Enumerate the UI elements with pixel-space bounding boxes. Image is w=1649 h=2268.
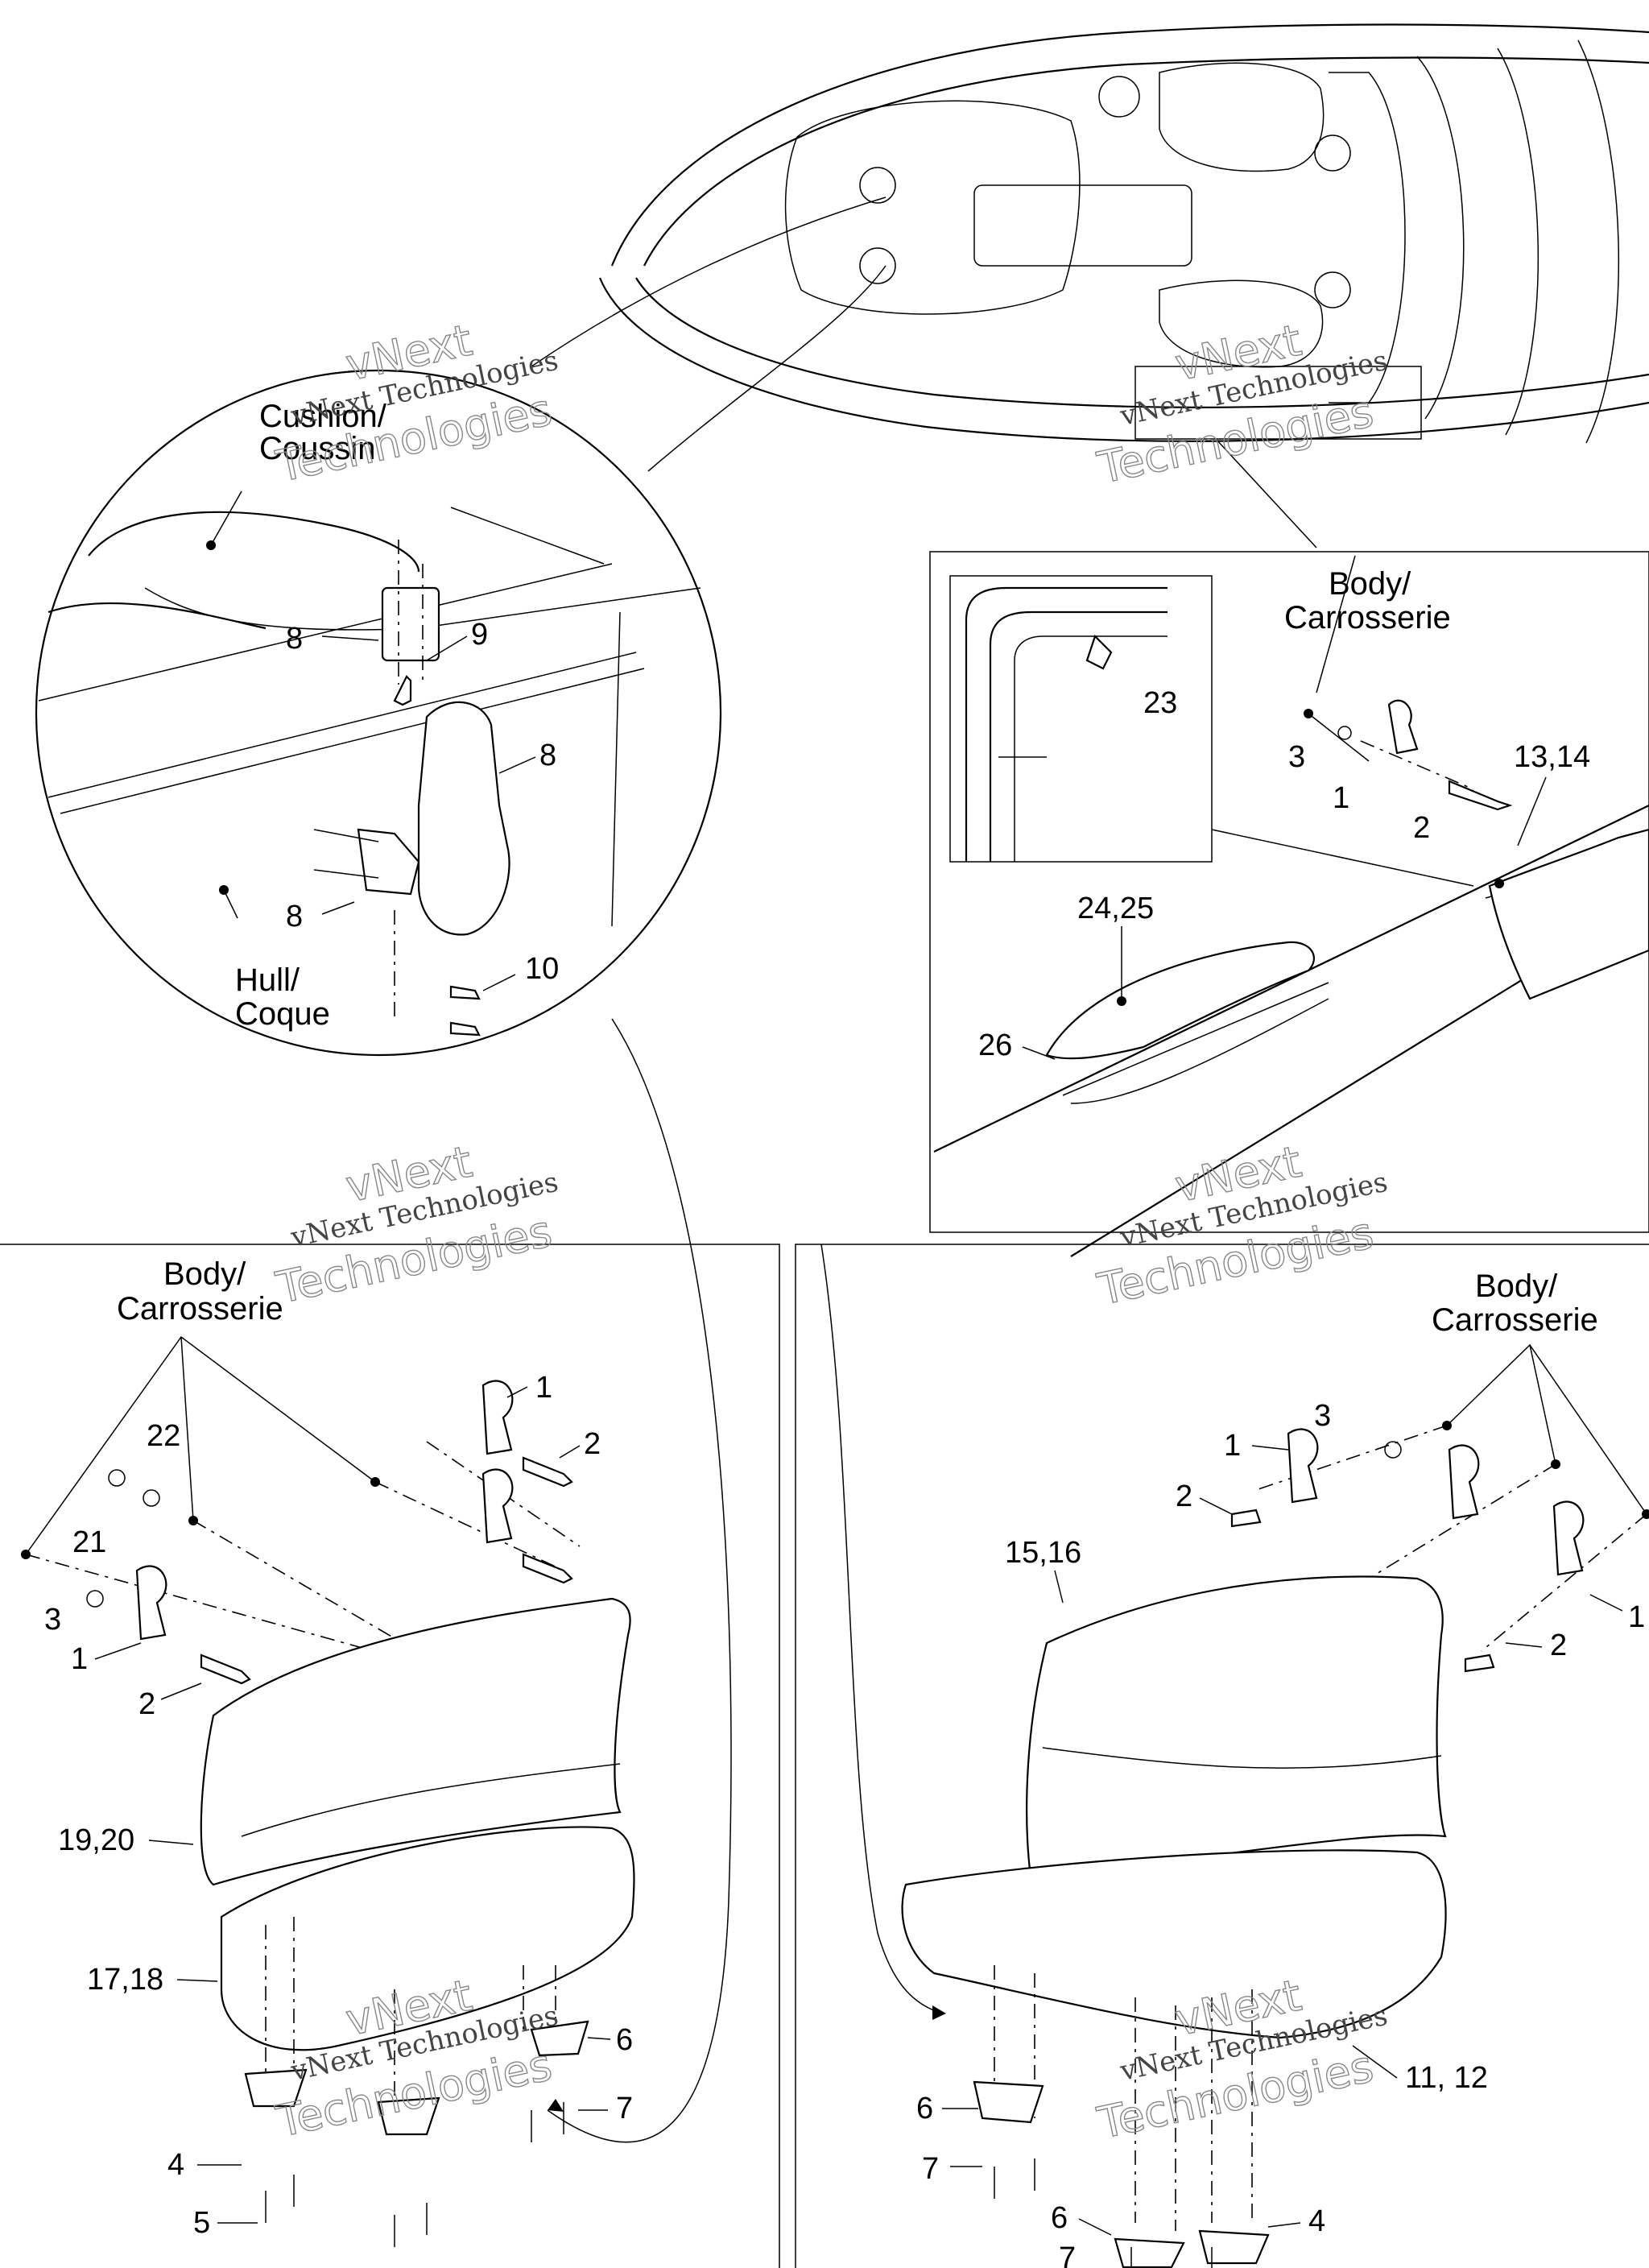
- rear-seat-left-callouts: Body/ Carrosserie 22 21 3 1 2 1 2 19,20 …: [44, 1256, 633, 2240]
- hinge-detail-circle: [35, 369, 722, 1057]
- callout-26: 26: [978, 1028, 1012, 1062]
- cushion-label-line2: Coussin: [259, 431, 376, 466]
- callout-4: 4: [167, 2148, 184, 2182]
- callout-21: 21: [72, 1525, 106, 1559]
- callout-1-right: 1: [1628, 1600, 1645, 1634]
- callout-2-left: 2: [138, 1687, 155, 1721]
- rear-seat-right-callouts: Body/ Carrosserie 3 1 2 15,16 1 2 11, 12…: [916, 1269, 1645, 2268]
- rear-seat-right-panel: [795, 1244, 1649, 2268]
- callout-9: 9: [471, 618, 488, 652]
- boat-top-view: [598, 23, 1649, 444]
- callout-1-left: 1: [71, 1642, 88, 1676]
- callout-7: 7: [616, 2092, 633, 2125]
- callout-6: 6: [616, 2023, 633, 2057]
- callout-17-18: 17,18: [87, 1963, 163, 1997]
- body-label-left-line2: Carrosserie: [117, 1291, 283, 1326]
- callout-5: 5: [193, 2206, 210, 2240]
- watermark-3: vNext vNext Technologies Technologies: [271, 1136, 561, 1314]
- callout-23: 23: [1143, 686, 1177, 720]
- body-label-lower-right-line1: Body/: [1475, 1269, 1558, 1304]
- callout-7-lower: 7: [1059, 2241, 1076, 2268]
- callout-15-16: 15,16: [1005, 1536, 1081, 1570]
- watermark-2: vNext vNext Technologies Technologies: [1093, 314, 1391, 495]
- hull-label-line1: Hull/: [235, 962, 300, 998]
- callout-11-12: 11, 12: [1405, 2061, 1488, 2095]
- callout-1: 1: [1333, 781, 1349, 815]
- detail-callouts: 8 9 8 8 10: [286, 618, 559, 991]
- callout-1-left: 1: [1224, 1429, 1241, 1463]
- callout-3: 3: [1288, 740, 1305, 774]
- callout-8-hinge: 8: [286, 900, 303, 933]
- body-label-left-line1: Body/: [163, 1256, 246, 1292]
- cushion-label-line1: Cushion/: [259, 399, 387, 434]
- body-label-lower-right-line2: Carrosserie: [1432, 1302, 1598, 1338]
- callout-24-25: 24,25: [1077, 892, 1154, 925]
- callout-8-upper: 8: [286, 622, 303, 656]
- callout-6-lower: 6: [1051, 2201, 1068, 2235]
- callout-7-upper: 7: [922, 2152, 939, 2186]
- console-panel-callouts: Body/ Carrosserie 23 3 1 2 13,14 24,25 2…: [978, 566, 1590, 1062]
- watermark-4: vNext vNext Technologies Technologies: [1093, 1136, 1391, 1316]
- watermark-1: vNext vNext Technologies Technologies: [271, 314, 561, 493]
- callout-1-top: 1: [535, 1371, 552, 1405]
- callout-2: 2: [1413, 811, 1430, 845]
- callout-3: 3: [44, 1603, 61, 1637]
- callout-22: 22: [147, 1419, 180, 1453]
- callout-2-top: 2: [584, 1427, 601, 1461]
- hull-label-line2: Coque: [235, 996, 330, 1032]
- callout-4: 4: [1308, 2204, 1325, 2238]
- body-label-right-line2: Carrosserie: [1284, 600, 1451, 635]
- callout-2-left: 2: [1176, 1480, 1192, 1513]
- rear-seat-left-panel: [0, 1244, 780, 2268]
- body-label-right-line1: Body/: [1329, 566, 1411, 602]
- callout-3: 3: [1314, 1399, 1331, 1433]
- callout-2-right: 2: [1550, 1629, 1567, 1662]
- callout-8-lever: 8: [539, 739, 556, 772]
- callout-19-20: 19,20: [58, 1823, 134, 1857]
- console-seat-panel: [929, 551, 1649, 1257]
- callout-6-upper: 6: [916, 2092, 933, 2125]
- callout-10: 10: [525, 952, 559, 986]
- callout-13-14: 13,14: [1514, 740, 1590, 774]
